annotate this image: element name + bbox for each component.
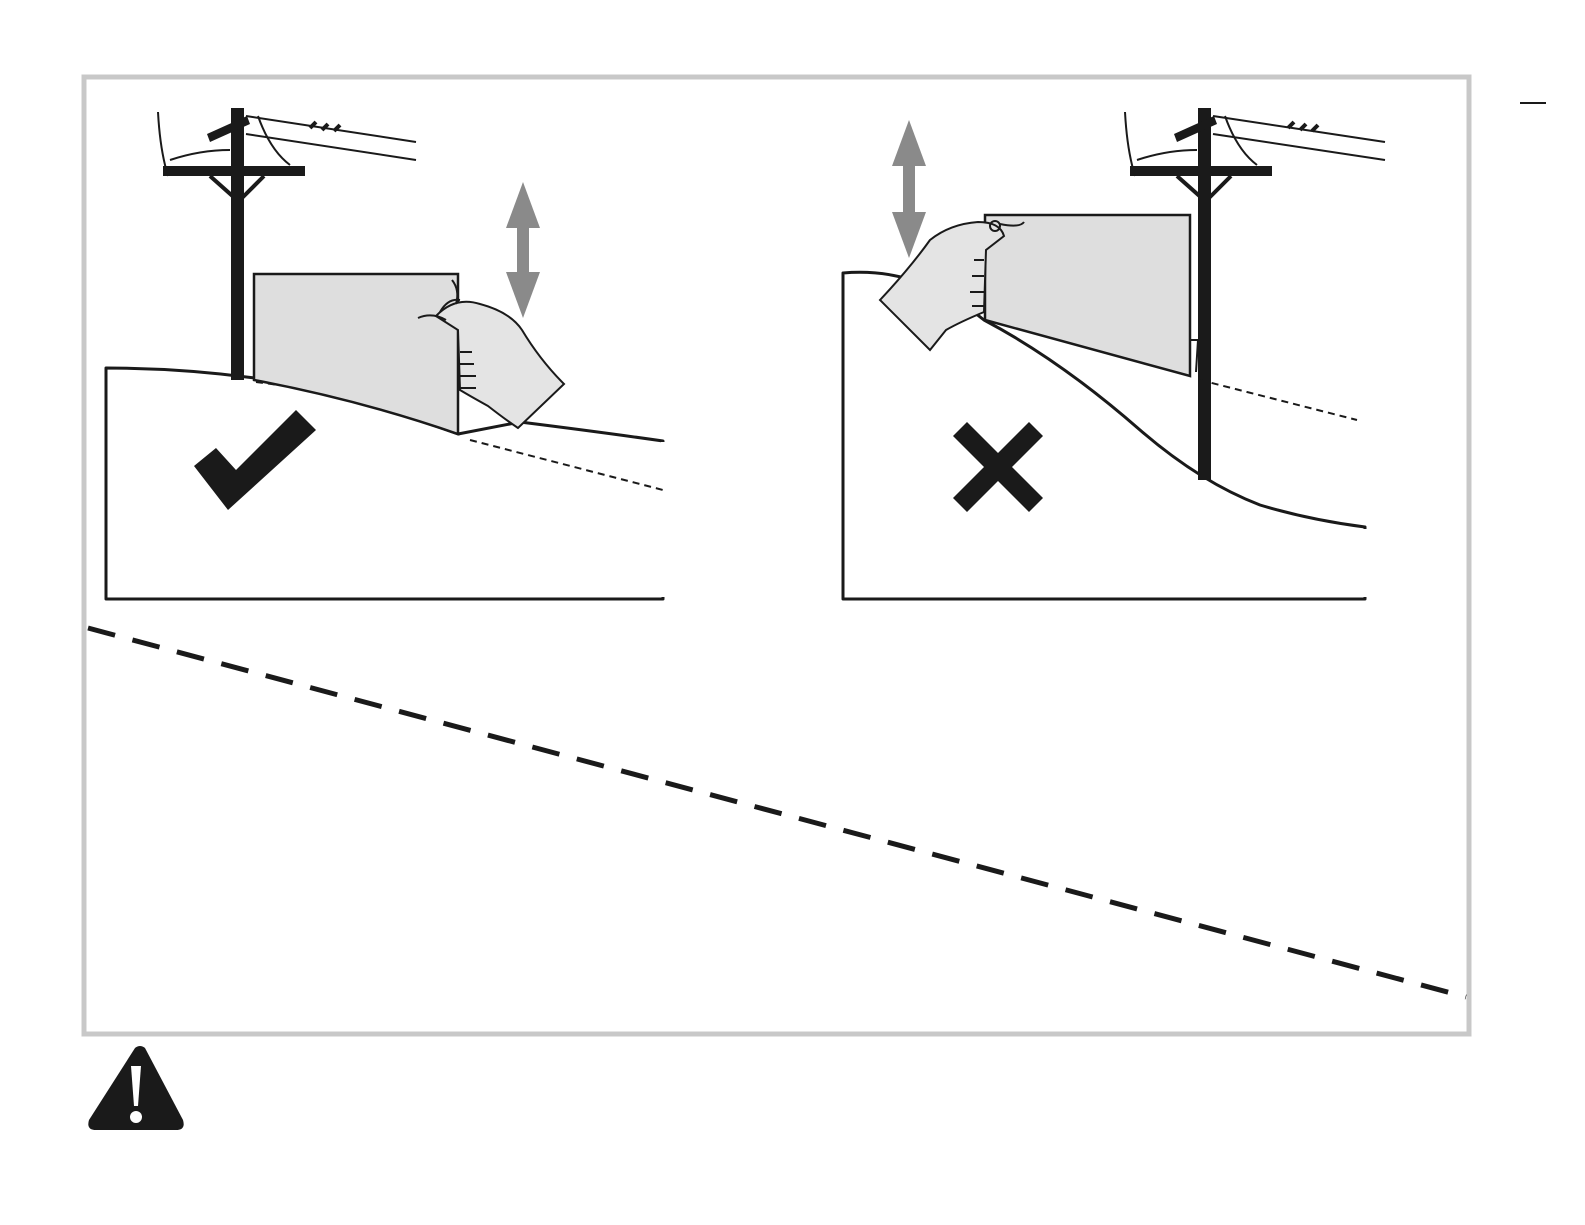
panel-incorrect (843, 108, 1385, 599)
double-arrow-vertical-icon (892, 120, 926, 258)
double-arrow-vertical-icon (506, 182, 540, 318)
cut-line (88, 628, 1466, 997)
underground-line (1200, 380, 1357, 420)
panel-correct (106, 108, 663, 599)
warning-triangle-icon (88, 1046, 183, 1130)
